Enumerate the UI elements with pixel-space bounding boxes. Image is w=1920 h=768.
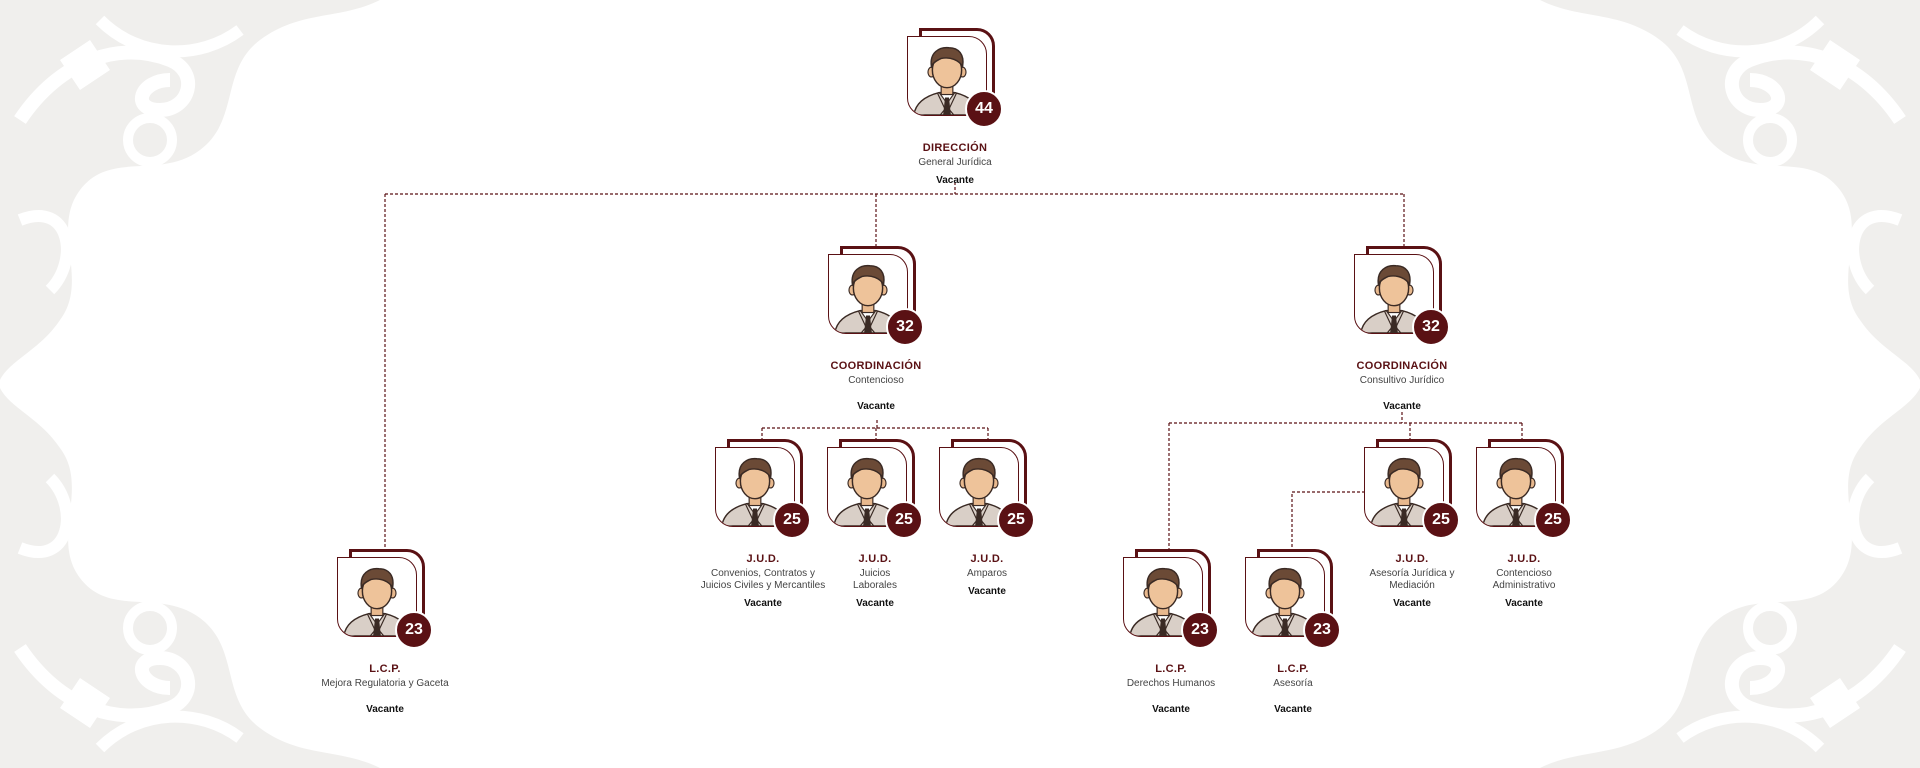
- level-badge: 25: [1422, 501, 1460, 539]
- node-status: Vacante: [744, 598, 782, 609]
- node-title: COORDINACIÓN: [1356, 360, 1448, 372]
- node-subtitle: Derechos Humanos: [1126, 678, 1216, 689]
- node-subtitle: Mejora Regulatoria y Gaceta: [321, 678, 449, 689]
- level-badge: 44: [965, 90, 1003, 128]
- node-jud-amparos[interactable]: 25 J.U.D. Amparos Vacante: [897, 439, 1077, 597]
- node-subtitle: Contencioso Administrativo: [1492, 568, 1556, 591]
- node-jud-convenios[interactable]: 25 J.U.D. Convenios, Contratos y Juicios…: [673, 439, 853, 609]
- connector-coord1-bus: [761, 420, 989, 446]
- avatar: 25: [827, 439, 923, 539]
- level-badge: 23: [1303, 611, 1341, 649]
- avatar: 25: [939, 439, 1035, 539]
- node-jud-laborales[interactable]: 25 J.U.D. Juicios Laborales Vacante: [785, 439, 965, 609]
- node-title: J.U.D.: [1395, 553, 1429, 565]
- node-status: Vacante: [1383, 401, 1421, 412]
- node-lcp-asesoria[interactable]: 23 L.C.P. Asesoría Vacante: [1203, 549, 1383, 715]
- level-badge: 25: [773, 501, 811, 539]
- node-status: Vacante: [366, 704, 404, 715]
- node-title: L.C.P.: [369, 663, 401, 675]
- level-badge: 32: [886, 308, 924, 346]
- level-badge: 25: [885, 501, 923, 539]
- node-coordinacion-contencioso[interactable]: 32 COORDINACIÓN Contencioso Vacante: [786, 246, 966, 412]
- node-status: Vacante: [968, 586, 1006, 597]
- node-subtitle: Consultivo Jurídico: [1359, 375, 1445, 386]
- connector-coord2-bus: [1168, 412, 1523, 556]
- level-badge: 25: [997, 501, 1035, 539]
- node-subtitle: Convenios, Contratos y Juicios Civiles y…: [700, 568, 826, 591]
- level-badge: 23: [395, 611, 433, 649]
- level-badge: 25: [1534, 501, 1572, 539]
- node-title: J.U.D.: [970, 553, 1004, 565]
- node-status: Vacante: [856, 598, 894, 609]
- avatar: 32: [1354, 246, 1450, 346]
- node-subtitle: Amparos: [966, 568, 1007, 579]
- node-title: L.C.P.: [1155, 663, 1187, 675]
- avatar: 25: [715, 439, 811, 539]
- avatar: 44: [907, 28, 1003, 128]
- node-subtitle: Asesoría: [1273, 678, 1313, 689]
- node-status: Vacante: [1274, 704, 1312, 715]
- node-lcp-derechos-humanos[interactable]: 23 L.C.P. Derechos Humanos Vacante: [1081, 549, 1261, 715]
- node-subtitle: General Jurídica: [918, 157, 992, 168]
- avatar: 23: [1123, 549, 1219, 649]
- avatar: 23: [1245, 549, 1341, 649]
- node-subtitle: Contencioso: [848, 375, 904, 386]
- node-status: Vacante: [1152, 704, 1190, 715]
- node-jud-contencioso-administrativo[interactable]: 25 J.U.D. Contencioso Administrativo Vac…: [1434, 439, 1614, 609]
- level-badge: 32: [1412, 308, 1450, 346]
- node-status: Vacante: [1393, 598, 1431, 609]
- node-title: COORDINACIÓN: [830, 360, 922, 372]
- level-badge: 23: [1181, 611, 1219, 649]
- connector-lcp3: [1291, 491, 1370, 556]
- connector-direccion-bus: [385, 182, 1404, 195]
- node-subtitle: Juicios Laborales: [853, 568, 897, 591]
- node-title: J.U.D.: [1507, 553, 1541, 565]
- node-subtitle: Asesoría Jurídica y Mediación: [1369, 568, 1455, 591]
- node-title: J.U.D.: [746, 553, 780, 565]
- node-status: Vacante: [936, 175, 974, 186]
- node-title: J.U.D.: [858, 553, 892, 565]
- node-direccion[interactable]: 44 DIRECCIÓN General Jurídica Vacante: [865, 28, 1045, 186]
- node-title: L.C.P.: [1277, 663, 1309, 675]
- node-status: Vacante: [1505, 598, 1543, 609]
- node-coordinacion-consultivo[interactable]: 32 COORDINACIÓN Consultivo Jurídico Vaca…: [1312, 246, 1492, 412]
- avatar: 25: [1476, 439, 1572, 539]
- avatar: 23: [337, 549, 433, 649]
- node-status: Vacante: [857, 401, 895, 412]
- node-lcp-mejora-regulatoria[interactable]: 23 L.C.P. Mejora Regulatoria y Gaceta Va…: [295, 549, 475, 715]
- node-title: DIRECCIÓN: [922, 142, 988, 154]
- node-jud-asesoria-juridica[interactable]: 25 J.U.D. Asesoría Jurídica y Mediación …: [1322, 439, 1502, 609]
- avatar: 32: [828, 246, 924, 346]
- avatar: 25: [1364, 439, 1460, 539]
